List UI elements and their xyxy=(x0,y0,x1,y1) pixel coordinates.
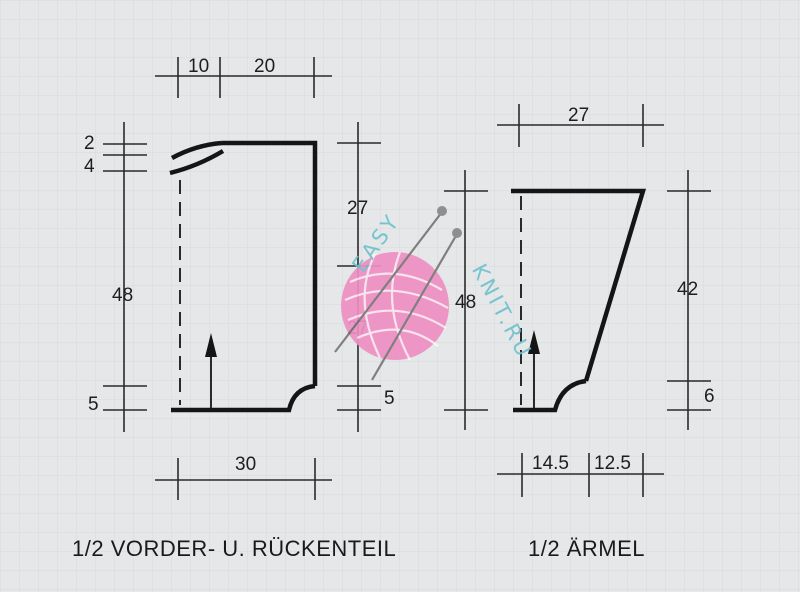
dim-sleeve-right-42: 42 xyxy=(677,279,698,300)
sleeve-top-dimension-line xyxy=(497,104,664,147)
left-dimension-line xyxy=(103,122,147,432)
dim-bottom-5-right: 5 xyxy=(384,388,395,409)
bottom-dimension-line xyxy=(155,458,332,500)
top-dimension-line xyxy=(155,57,332,98)
dim-neck-4: 4 xyxy=(84,156,95,177)
dim-bottom-width: 30 xyxy=(235,454,256,475)
sleeve-panel: 27 48 42 6 xyxy=(444,104,715,561)
sleeve-panel-caption: 1/2 ÄRMEL xyxy=(528,536,645,561)
sleeve-right-dimension-line xyxy=(667,170,711,430)
dim-sleeve-top: 27 xyxy=(568,105,589,126)
sleeve-left-dimension-line xyxy=(444,170,488,430)
dim-height-48: 48 xyxy=(112,285,133,306)
sleeve-grain-arrow xyxy=(528,330,540,408)
dim-top-right: 20 xyxy=(254,56,275,77)
knitting-needles-icon xyxy=(334,206,462,381)
sleeve-outline xyxy=(511,188,647,413)
dim-sleeve-left-48: 48 xyxy=(455,292,476,313)
dim-sleeve-bottom-right: 12.5 xyxy=(594,453,631,474)
dim-armhole-27: 27 xyxy=(347,198,368,219)
dim-bottom-5-left: 5 xyxy=(88,394,99,415)
body-panel-caption: 1/2 VORDER- U. RÜCKENTEIL xyxy=(72,536,396,561)
sleeve-bottom-dimension-line xyxy=(497,453,664,497)
dim-sleeve-cuff-6: 6 xyxy=(704,386,715,407)
dim-top-left: 10 xyxy=(188,56,209,77)
body-outline xyxy=(169,140,318,413)
dim-neck-2: 2 xyxy=(84,133,95,154)
body-panel: 10 20 2 4 48 5 27 27 5 xyxy=(72,56,396,561)
grain-arrow xyxy=(205,333,217,408)
dim-sleeve-bottom-left: 14.5 xyxy=(532,453,569,474)
